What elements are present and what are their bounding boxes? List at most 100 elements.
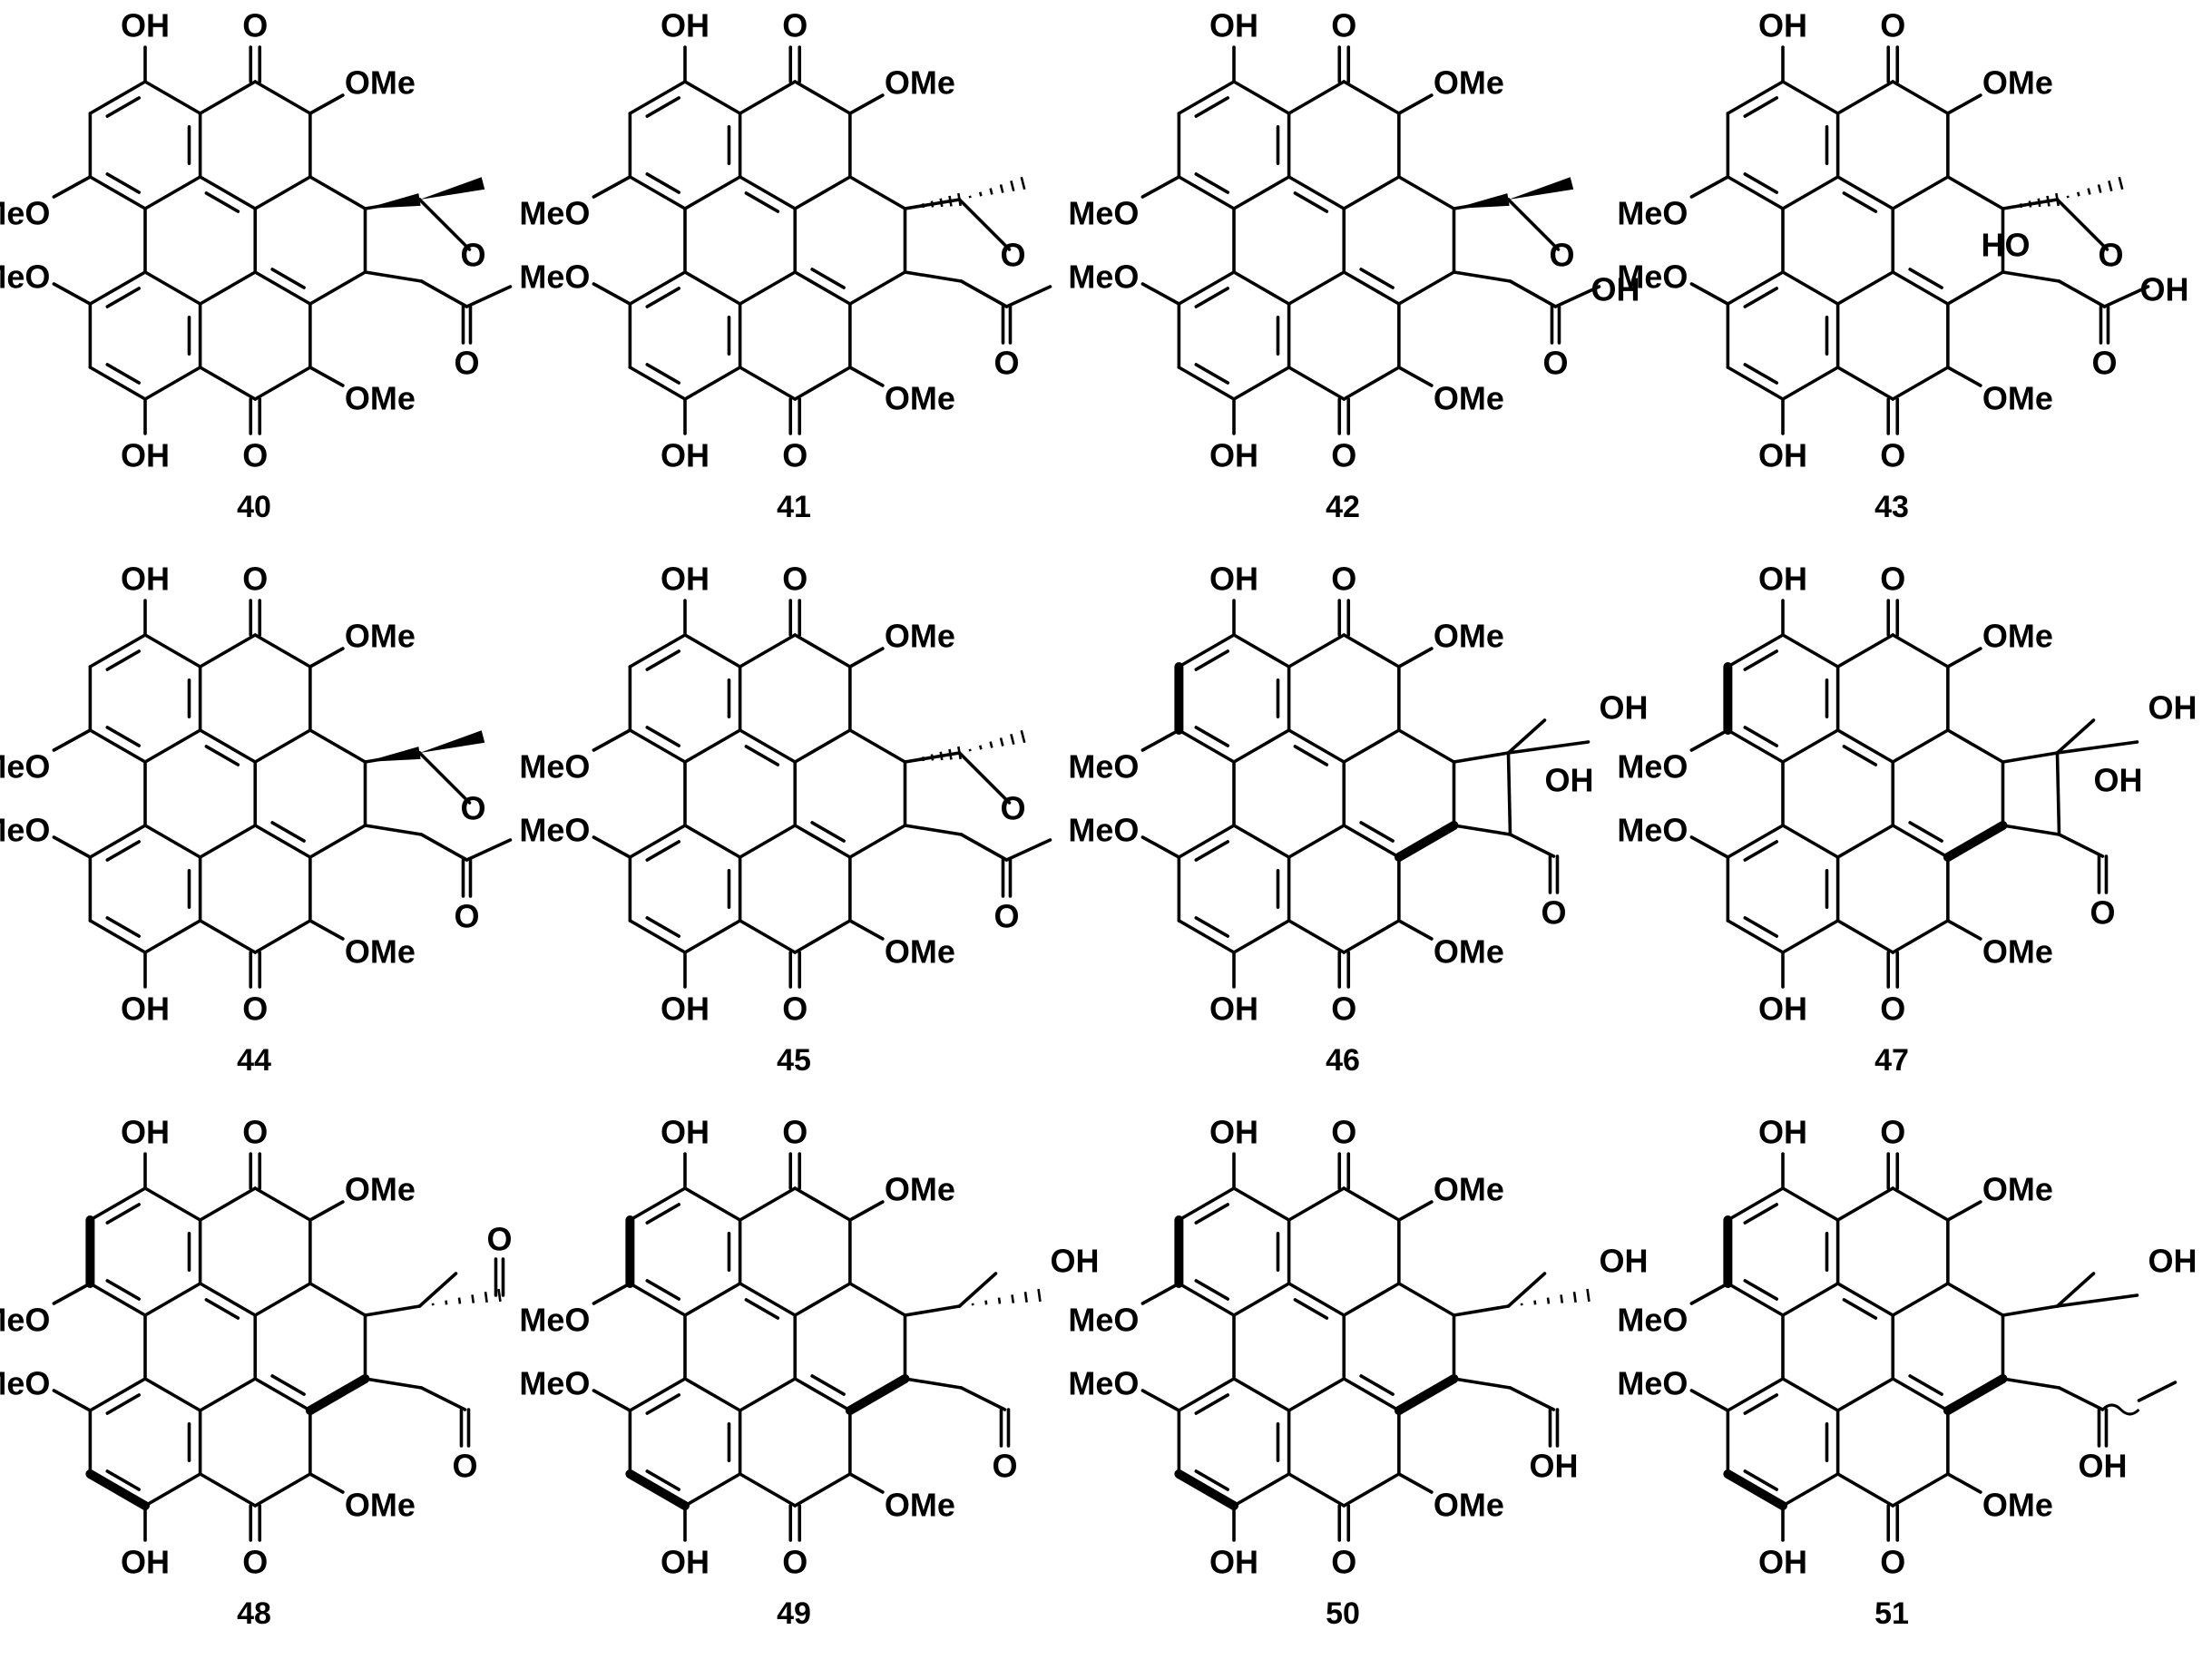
acetyl-oxygen-label: O [1542,345,1568,382]
carbonyl-oxygen-label: O [1331,437,1356,474]
methoxy-label: MeO [519,195,590,232]
hydroxyl-label: OH [2148,1243,2197,1280]
acetyl-oxygen-label: O [2091,345,2117,382]
methoxy-label: MeO [519,812,590,849]
carbonyl-oxygen-label: O [242,7,268,44]
ring-oxygen-label: O [460,790,485,827]
carbonyl-oxygen-label: O [782,1114,807,1151]
hydroxyl-label: OH [661,991,710,1028]
methoxy-label: OMe [1982,1171,2053,1208]
methoxy-label: MeO [0,259,50,296]
methoxy-label: OMe [345,933,416,971]
methoxy-label: OMe [1982,933,2053,971]
hydroxyl-label: OH [2148,689,2197,727]
hydroxyl-label: OH [1758,7,1807,44]
carbonyl-oxygen-label: O [1880,561,1905,598]
methoxy-label: OMe [345,1487,416,1524]
carbonyl-oxygen-label: O [1880,991,1905,1028]
carbonyl-oxygen-label: O [242,561,268,598]
hydroxyl-label: OH [1599,1243,1648,1280]
hydroxyl-label: OH [121,561,170,598]
hydroxyl-label: OH [1529,1448,1578,1485]
acetyl-oxygen-label: O [2090,894,2115,932]
carbonyl-oxygen-label: O [1331,1114,1356,1151]
hydroxyl-label: OH [1050,1243,1099,1280]
ring-oxygen-label: O [1000,790,1025,827]
methoxy-label: OMe [345,618,416,655]
methoxy-label: OMe [885,380,955,417]
ring-oxygen-label: O [1549,237,1574,274]
methoxy-label: MeO [0,1365,50,1402]
acetyl-oxygen-label: O [1541,894,1566,932]
methoxy-label: MeO [1068,259,1139,296]
hydroxyl-label: HO [1981,227,2030,264]
methoxy-label: MeO [1617,812,1688,849]
carbonyl-oxygen-label: O [242,1544,268,1581]
methoxy-label: OMe [1982,1487,2053,1524]
compound-number: 43 [1874,490,1909,524]
hydroxyl-label: OH [1209,991,1258,1028]
acetyl-oxygen-label: O [992,1448,1017,1485]
hydroxyl-label: OH [1544,762,1593,799]
hydroxyl-label: OH [121,991,170,1028]
carbonyl-oxygen-label: O [1331,1544,1356,1581]
hydroxyl-label: OH [1758,437,1807,474]
carbonyl-oxygen-label: O [782,437,807,474]
methoxy-label: OMe [1434,380,1504,417]
hydroxyl-label: OH [661,561,710,598]
carbonyl-oxygen-label: O [1331,7,1356,44]
methoxy-label: OMe [1982,64,2053,102]
compound-number: 50 [1326,1596,1360,1631]
hydroxyl-label: OH [661,1114,710,1151]
methoxy-label: MeO [0,195,50,232]
hydroxyl-label: OH [661,437,710,474]
acetyl-oxygen-label: O [454,898,479,935]
methoxy-label: OMe [885,64,955,102]
hydroxyl-label: OH [661,1544,710,1581]
methoxy-label: MeO [519,1302,590,1339]
hydroxyl-label: OH [2093,762,2142,799]
methoxy-label: MeO [1068,1365,1139,1402]
methoxy-label: MeO [0,1302,50,1339]
compound-number: 44 [237,1043,271,1078]
methoxy-label: OMe [1982,380,2053,417]
hydroxyl-label: OH [1209,437,1258,474]
methoxy-label: MeO [1617,195,1688,232]
ring-oxygen-label: O [460,237,485,274]
hydroxyl-label: OH [2078,1448,2127,1485]
methoxy-label: MeO [0,812,50,849]
methoxy-label: MeO [519,748,590,786]
carbonyl-oxygen-label: O [1880,7,1905,44]
methoxy-label: OMe [1434,618,1504,655]
carbonyl-oxygen-label: O [1880,1544,1905,1581]
methoxy-label: OMe [1982,618,2053,655]
methoxy-label: MeO [1617,1365,1688,1402]
ring-oxygen-label: O [2098,237,2123,274]
methoxy-label: OMe [1434,933,1504,971]
ring-oxygen-label: O [1000,237,1025,274]
methoxy-label: OMe [1434,1487,1504,1524]
hydroxyl-label: OH [121,7,170,44]
compound-number: 42 [1326,490,1360,524]
carbonyl-oxygen-label: O [782,561,807,598]
hydroxyl-label: OH [1209,1114,1258,1151]
acetyl-oxygen-label: O [454,345,479,382]
carbonyl-oxygen-label: O [1880,1114,1905,1151]
methoxy-label: MeO [519,1365,590,1402]
methoxy-label: OMe [345,380,416,417]
hydroxyl-label: OH [1590,271,1639,308]
methoxy-label: OMe [885,1487,955,1524]
hydroxyl-label: OH [121,437,170,474]
compound-number: 51 [1874,1596,1909,1631]
